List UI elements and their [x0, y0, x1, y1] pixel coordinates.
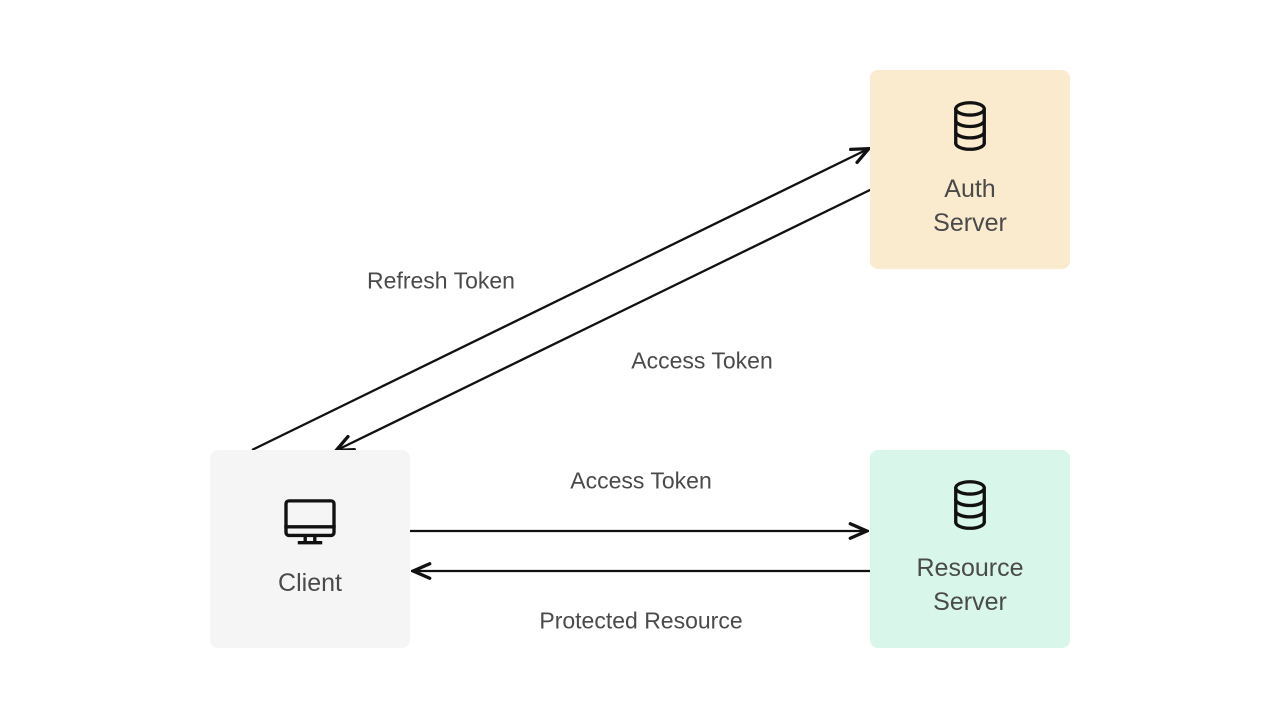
edge-label-access-token-auth: Access Token: [631, 347, 773, 374]
node-label-resource-server: Resource Server: [916, 554, 1024, 616]
edge-refresh-token-arrow: [251, 149, 868, 452]
edge-label-refresh-token: Refresh Token: [367, 267, 515, 294]
edge-label-access-token-resource: Access Token: [570, 467, 712, 494]
database-icon: [954, 100, 986, 151]
database-icon: [954, 480, 986, 530]
node-label-client: Client: [278, 569, 342, 597]
edge-label-protected-resource: Protected Resource: [539, 607, 743, 634]
node-auth-server: Auth Server: [870, 70, 1070, 269]
node-label-auth-server: Auth Server: [933, 174, 1007, 237]
monitor-icon: [284, 499, 336, 545]
edge-access-token-to-client-arrow: [337, 187, 873, 450]
node-client: Client: [210, 450, 410, 648]
node-resource-server: Resource Server: [870, 450, 1070, 648]
